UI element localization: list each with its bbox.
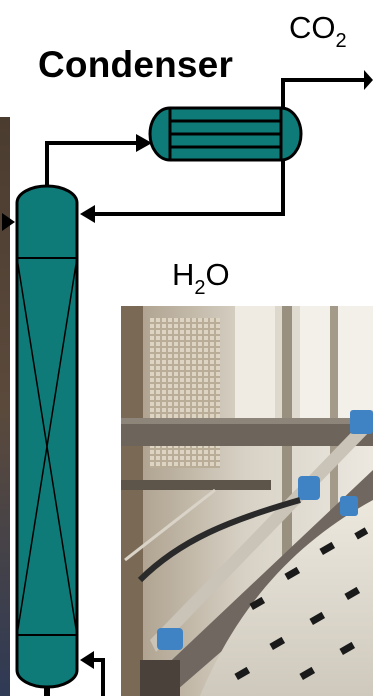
arrow-feed-left-icon <box>2 213 15 231</box>
flow-arrows <box>2 70 373 669</box>
h2o-label-subscript: 2 <box>194 277 206 299</box>
co2-vent-line <box>281 78 366 108</box>
vapor-line <box>45 141 140 188</box>
distillation-column <box>15 184 79 696</box>
arrow-reflux-in-icon <box>80 205 95 223</box>
arrow-co2-out-icon <box>364 70 373 90</box>
left-photo-strip <box>0 117 10 696</box>
h2o-label-h: H <box>172 257 195 292</box>
co2-label-subscript: 2 <box>335 30 347 52</box>
plant-piping-photo <box>121 306 373 696</box>
bottom-feed-line <box>94 658 105 696</box>
condenser-label: Condenser <box>38 44 234 85</box>
reflux-line <box>94 160 285 216</box>
h2o-label: H2O <box>172 257 230 299</box>
arrow-bottom-in-icon <box>80 651 94 669</box>
arrow-into-condenser-icon <box>136 134 152 152</box>
co2-label: CO2 <box>289 10 347 52</box>
condenser-unit <box>148 106 303 162</box>
h2o-label-o: O <box>205 257 230 292</box>
co2-label-main: CO <box>289 10 336 45</box>
pipe-network <box>45 78 366 696</box>
